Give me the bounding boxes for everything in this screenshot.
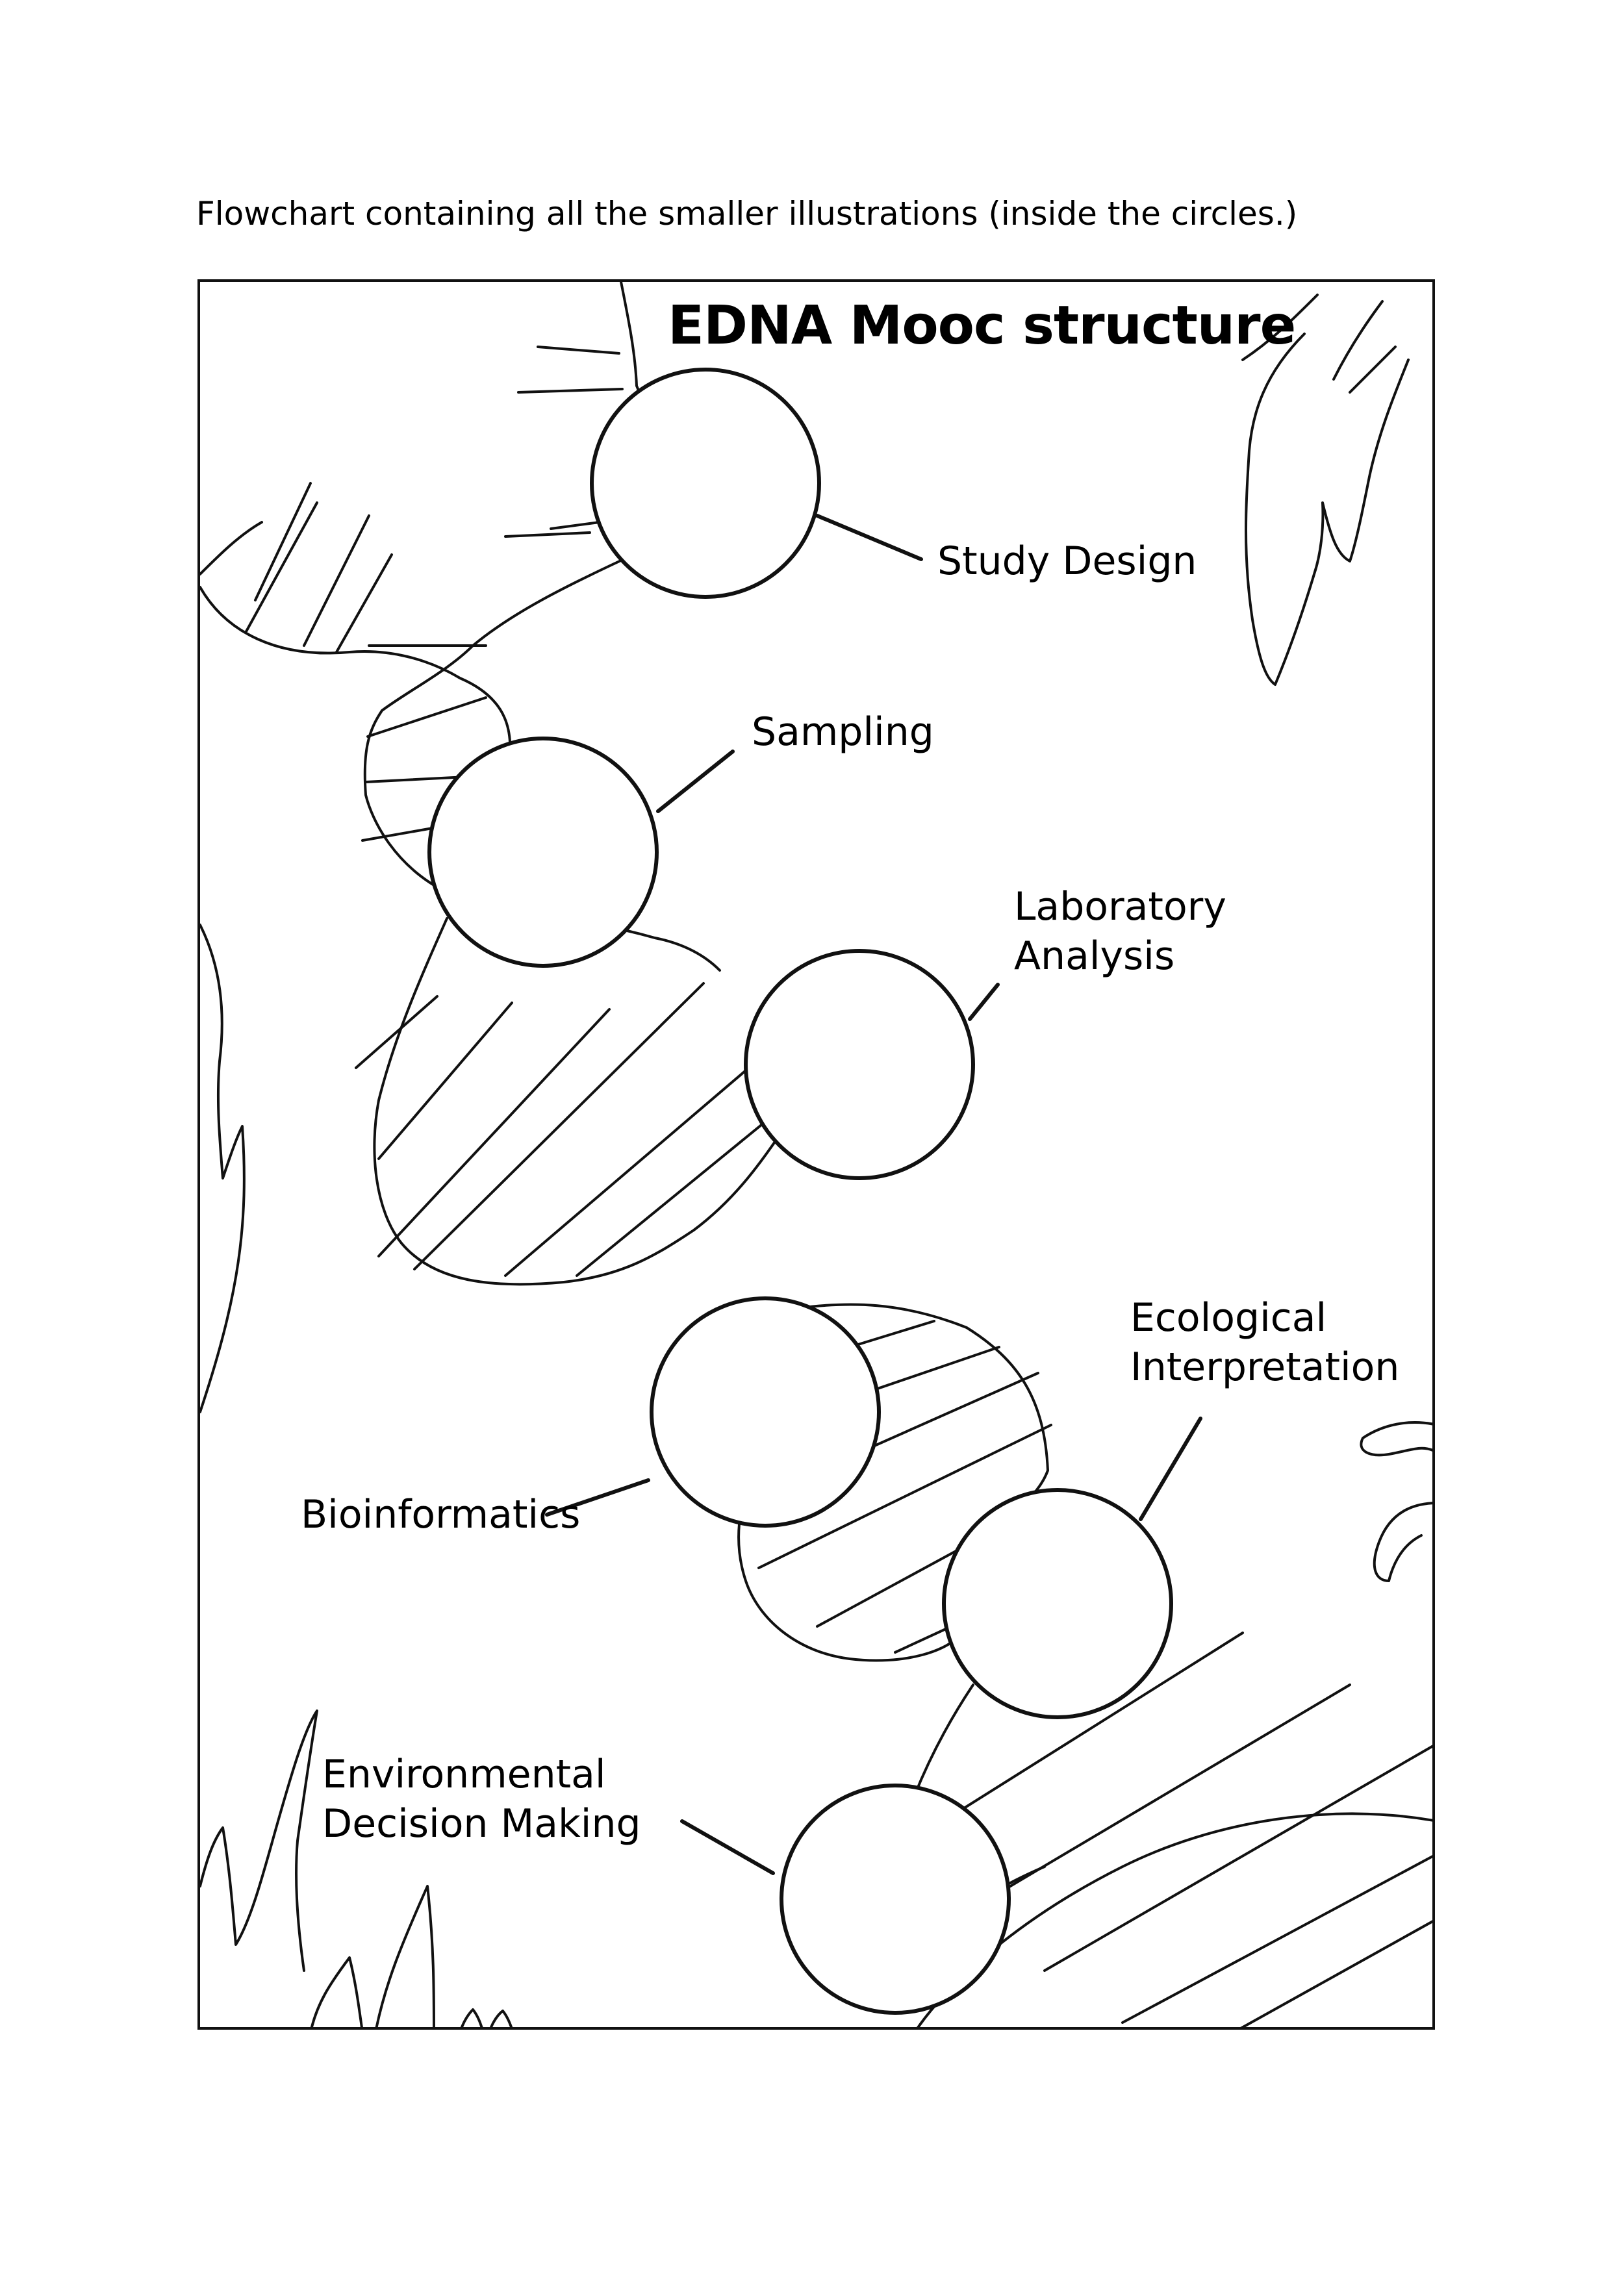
step-circle-bioinformatics[interactable] bbox=[650, 1296, 881, 1528]
label-line: Analysis bbox=[1014, 933, 1175, 979]
label-line: Sampling bbox=[752, 709, 934, 755]
step-circle-ecological-interpretation[interactable] bbox=[942, 1488, 1173, 1719]
leader-sampling bbox=[656, 750, 735, 813]
label-study-design: Study Design bbox=[937, 536, 1197, 586]
label-environmental-decision-making: Environmental Decision Making bbox=[322, 1750, 641, 1848]
label-line: Bioinformatics bbox=[301, 1492, 581, 1537]
label-line: Ecological bbox=[1130, 1295, 1327, 1341]
leader-laboratory-analysis bbox=[968, 983, 1000, 1021]
label-line: Study Design bbox=[937, 538, 1197, 584]
leader-lines bbox=[545, 514, 1202, 1875]
flowchart-frame: EDNA Mooc structure Study Design Samplin… bbox=[197, 279, 1435, 2030]
label-ecological-interpretation: Ecological Interpretation bbox=[1130, 1293, 1399, 1392]
step-circle-environmental-decision-making[interactable] bbox=[780, 1784, 1011, 2015]
label-line: Interpretation bbox=[1130, 1344, 1400, 1390]
label-laboratory-analysis: Laboratory Analysis bbox=[1014, 882, 1226, 981]
page-caption: Flowchart containing all the smaller ill… bbox=[196, 195, 1298, 233]
step-circles bbox=[427, 368, 1173, 2015]
label-line: Decision Making bbox=[322, 1801, 641, 1847]
leader-bioinformatics bbox=[545, 1478, 650, 1517]
label-line: Laboratory bbox=[1014, 884, 1226, 929]
leader-ecological-interpretation bbox=[1139, 1417, 1202, 1521]
label-sampling: Sampling bbox=[752, 707, 934, 757]
step-circle-laboratory-analysis[interactable] bbox=[744, 949, 975, 1180]
label-bioinformatics: Bioinformatics bbox=[301, 1490, 580, 1539]
leader-environmental-decision-making bbox=[680, 1819, 775, 1875]
flowchart-illustration bbox=[200, 282, 1432, 2027]
leader-study-design bbox=[815, 514, 923, 561]
step-circle-study-design[interactable] bbox=[590, 368, 821, 599]
label-line: Environmental bbox=[322, 1752, 606, 1797]
step-circle-sampling[interactable] bbox=[427, 737, 659, 968]
diagram-title: EDNA Mooc structure bbox=[668, 295, 1296, 357]
